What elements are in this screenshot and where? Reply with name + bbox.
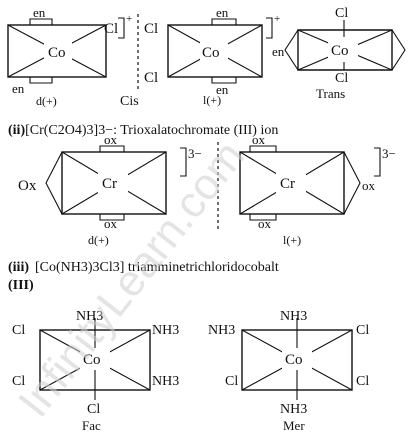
mer-isomer: NH3 NH3 Cl Cl Cl NH3 Co Mer: [208, 309, 369, 433]
section-iii-heading-suffix: (III): [8, 278, 34, 293]
metal-center: Co: [48, 45, 66, 61]
bracket: [266, 17, 273, 39]
en-label-bottom: en: [12, 81, 25, 96]
isomer-label-d: d(+): [88, 233, 109, 247]
octahedron-square: [239, 151, 345, 215]
en-bridge-top: [29, 18, 53, 25]
isomer-label-l: l(+): [203, 93, 221, 107]
en-bridge-bottom: [29, 77, 53, 84]
en-bridge-right: [391, 29, 406, 71]
ox-bridge-top: [99, 145, 125, 152]
en-bridge-bottom: [211, 77, 237, 84]
ox-bridge-left: [45, 151, 63, 215]
octahedron-square: [167, 24, 263, 78]
cl-ligand: Cl: [104, 21, 118, 37]
cl-ligand-right-top: Cl: [356, 323, 369, 338]
ox-label-top: ox: [104, 132, 118, 147]
ox-label-left: Ox: [18, 178, 37, 194]
nh3-ligand-top: NH3: [280, 309, 307, 324]
ox-label-top: ox: [252, 132, 266, 147]
cl-ligand-left-bottom: Cl: [225, 374, 238, 389]
trans-label: Trans: [316, 86, 345, 101]
charge: 3−: [382, 146, 396, 161]
metal-center: Co: [202, 45, 220, 61]
ox-label-bottom: ox: [258, 216, 272, 231]
en-label-bottom: en: [216, 82, 229, 97]
mer-label: Mer: [283, 418, 305, 433]
l-isomer-cr-ox: ox ox ox Cr 3− l(+): [239, 132, 396, 247]
cl-ligand-bottom: Cl: [87, 402, 100, 417]
fac-isomer: NH3 Cl NH3 Cl NH3 Cl Co Fac: [12, 309, 179, 433]
en-label-top: en: [216, 5, 229, 20]
bracket: [180, 147, 187, 177]
nh3-ligand-left-top: NH3: [208, 323, 235, 338]
section-iii-heading: (iii)[Co(NH3)3Cl3] triamminetrichloridoc…: [8, 260, 279, 275]
metal-center: Cr: [102, 176, 117, 192]
section-ii-heading: (ii)[Cr(C2O4)3]3−: Trioxalatochromate (I…: [8, 123, 278, 138]
ox-bridge-bottom: [249, 214, 277, 221]
fac-label: Fac: [82, 418, 101, 433]
cl-ligand-right-bottom: Cl: [356, 374, 369, 389]
en-bridge-top: [211, 18, 237, 25]
ox-label-right: ox: [362, 178, 376, 193]
ox-bridge-bottom: [99, 214, 125, 221]
bracket: [118, 17, 125, 39]
metal-center: Co: [83, 352, 101, 368]
metal-center: Cr: [280, 176, 295, 192]
charge: 3−: [188, 146, 202, 161]
cl-ligand-bottom: Cl: [144, 70, 158, 86]
ox-label-bottom: ox: [104, 216, 118, 231]
ox-bridge-top: [249, 145, 277, 152]
d-isomer-co-en: en en Co Cl + d(+): [7, 5, 132, 108]
octahedron-square: [7, 24, 107, 78]
en-label-top: en: [33, 5, 46, 20]
cl-ligand-bottom: Cl: [335, 71, 348, 86]
d-isomer-cr-ox: ox ox Ox Cr 3− d(+): [18, 132, 202, 247]
nh3-ligand-top: NH3: [76, 309, 103, 324]
en-label: en: [272, 44, 285, 59]
cis-label: Cis: [120, 94, 139, 109]
nh3-ligand-right-bottom: NH3: [152, 374, 179, 389]
watermark-text: InfinityLearn.com: [9, 132, 254, 426]
cl-ligand-left-bottom: Cl: [12, 374, 25, 389]
isomer-label-d: d(+): [36, 94, 57, 108]
trans-isomer-co-en: Cl Cl Co en Trans: [272, 6, 406, 101]
bracket: [374, 147, 381, 177]
octahedron-square: [61, 151, 167, 215]
cl-ligand-top: Cl: [335, 6, 348, 21]
charge: +: [274, 13, 280, 25]
l-isomer-co-en: Cl Cl en en Co + l(+): [144, 5, 280, 107]
nh3-ligand-bottom: NH3: [280, 402, 307, 417]
cl-ligand-top: Cl: [144, 21, 158, 37]
en-bridge-left: [284, 29, 299, 71]
nh3-ligand-right-top: NH3: [152, 323, 179, 338]
cl-ligand-left-top: Cl: [12, 323, 25, 338]
charge: +: [126, 13, 132, 25]
isomer-label-l: l(+): [283, 233, 301, 247]
metal-center: Co: [285, 352, 303, 368]
metal-center: Co: [331, 43, 349, 59]
ox-bridge-right: [343, 151, 361, 215]
